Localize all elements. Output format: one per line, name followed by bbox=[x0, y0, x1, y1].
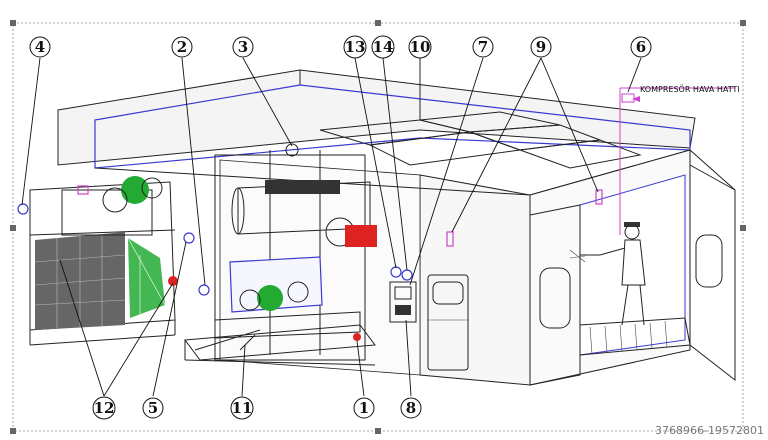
watermark-id: 3768966-19572801 bbox=[655, 424, 764, 437]
callout-10: 10 bbox=[408, 35, 432, 59]
svg-text:7: 7 bbox=[478, 38, 488, 56]
callout-7: 7 bbox=[472, 36, 494, 58]
callout-13: 13 bbox=[343, 35, 367, 59]
svg-text:2: 2 bbox=[177, 38, 187, 56]
callout-4: 4 bbox=[29, 36, 51, 58]
air-line-label: KOMPRESÖR HAVA HATTI bbox=[640, 84, 740, 94]
callout-5: 5 bbox=[142, 397, 164, 419]
callout-2: 2 bbox=[171, 36, 193, 58]
heater-unit bbox=[168, 143, 377, 366]
callout-11: 11 bbox=[230, 396, 254, 420]
svg-text:5: 5 bbox=[148, 399, 158, 417]
booth-body bbox=[57, 69, 736, 386]
selection-frame bbox=[10, 20, 746, 434]
callout-9: 9 bbox=[530, 36, 552, 58]
callout-list: 4 2 3 13 14 10 7 9 6 12 5 11 1 8 bbox=[29, 35, 652, 420]
leader-lines bbox=[21, 57, 642, 397]
callout-14: 14 bbox=[371, 35, 395, 59]
svg-text:6: 6 bbox=[636, 38, 646, 56]
svg-text:13: 13 bbox=[345, 38, 366, 56]
control-panel bbox=[389, 281, 417, 323]
callout-3: 3 bbox=[232, 36, 254, 58]
callout-6: 6 bbox=[630, 36, 652, 58]
svg-text:10: 10 bbox=[410, 38, 431, 56]
svg-text:12: 12 bbox=[94, 399, 115, 417]
svg-text:11: 11 bbox=[232, 399, 253, 417]
filter-fan bbox=[77, 176, 163, 213]
svg-text:3: 3 bbox=[238, 38, 248, 56]
callout-8: 8 bbox=[400, 397, 422, 419]
svg-text:9: 9 bbox=[536, 38, 546, 56]
callout-1: 1 bbox=[353, 397, 375, 419]
filter-unit bbox=[29, 181, 176, 346]
air-line: KOMPRESÖR HAVA HATTI bbox=[619, 84, 740, 235]
svg-text:14: 14 bbox=[373, 38, 394, 56]
svg-text:8: 8 bbox=[406, 399, 416, 417]
painter-figure bbox=[569, 222, 646, 326]
svg-text:1: 1 bbox=[359, 399, 369, 417]
callout-12: 12 bbox=[92, 396, 116, 420]
svg-text:4: 4 bbox=[35, 38, 45, 56]
sensor-markers bbox=[17, 203, 413, 296]
